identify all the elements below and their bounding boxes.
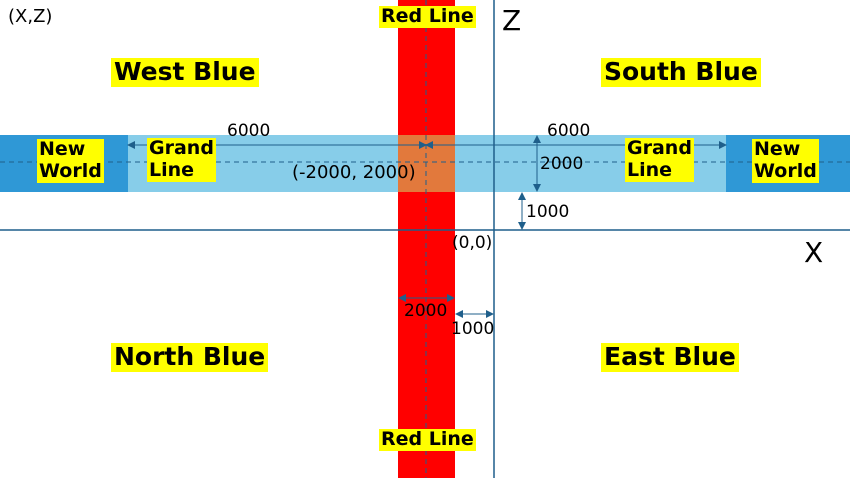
red-line-bottom-label: Red Line: [379, 428, 476, 451]
north-blue-label: North Blue: [111, 342, 269, 372]
south-blue-label: South Blue: [601, 57, 761, 87]
z-axis-label: Z: [502, 4, 522, 37]
point-coordinate-label: (-2000, 2000): [292, 162, 416, 183]
origin-label: (0,0): [452, 233, 493, 253]
corner-coordinate-label: (X,Z): [8, 6, 53, 27]
band-height-measure: 2000: [540, 154, 584, 174]
east-width-measure: 6000: [547, 121, 591, 141]
west-blue-label: West Blue: [111, 57, 259, 87]
band-offset-measure: 1000: [526, 202, 570, 222]
x-axis-label: X: [804, 236, 824, 269]
east-blue-label: East Blue: [601, 342, 739, 372]
west-width-measure: 6000: [227, 121, 271, 141]
red-line-top-label: Red Line: [379, 5, 476, 28]
redline-width-measure: 2000: [404, 301, 448, 321]
redline-offset-measure: 1000: [451, 319, 495, 339]
